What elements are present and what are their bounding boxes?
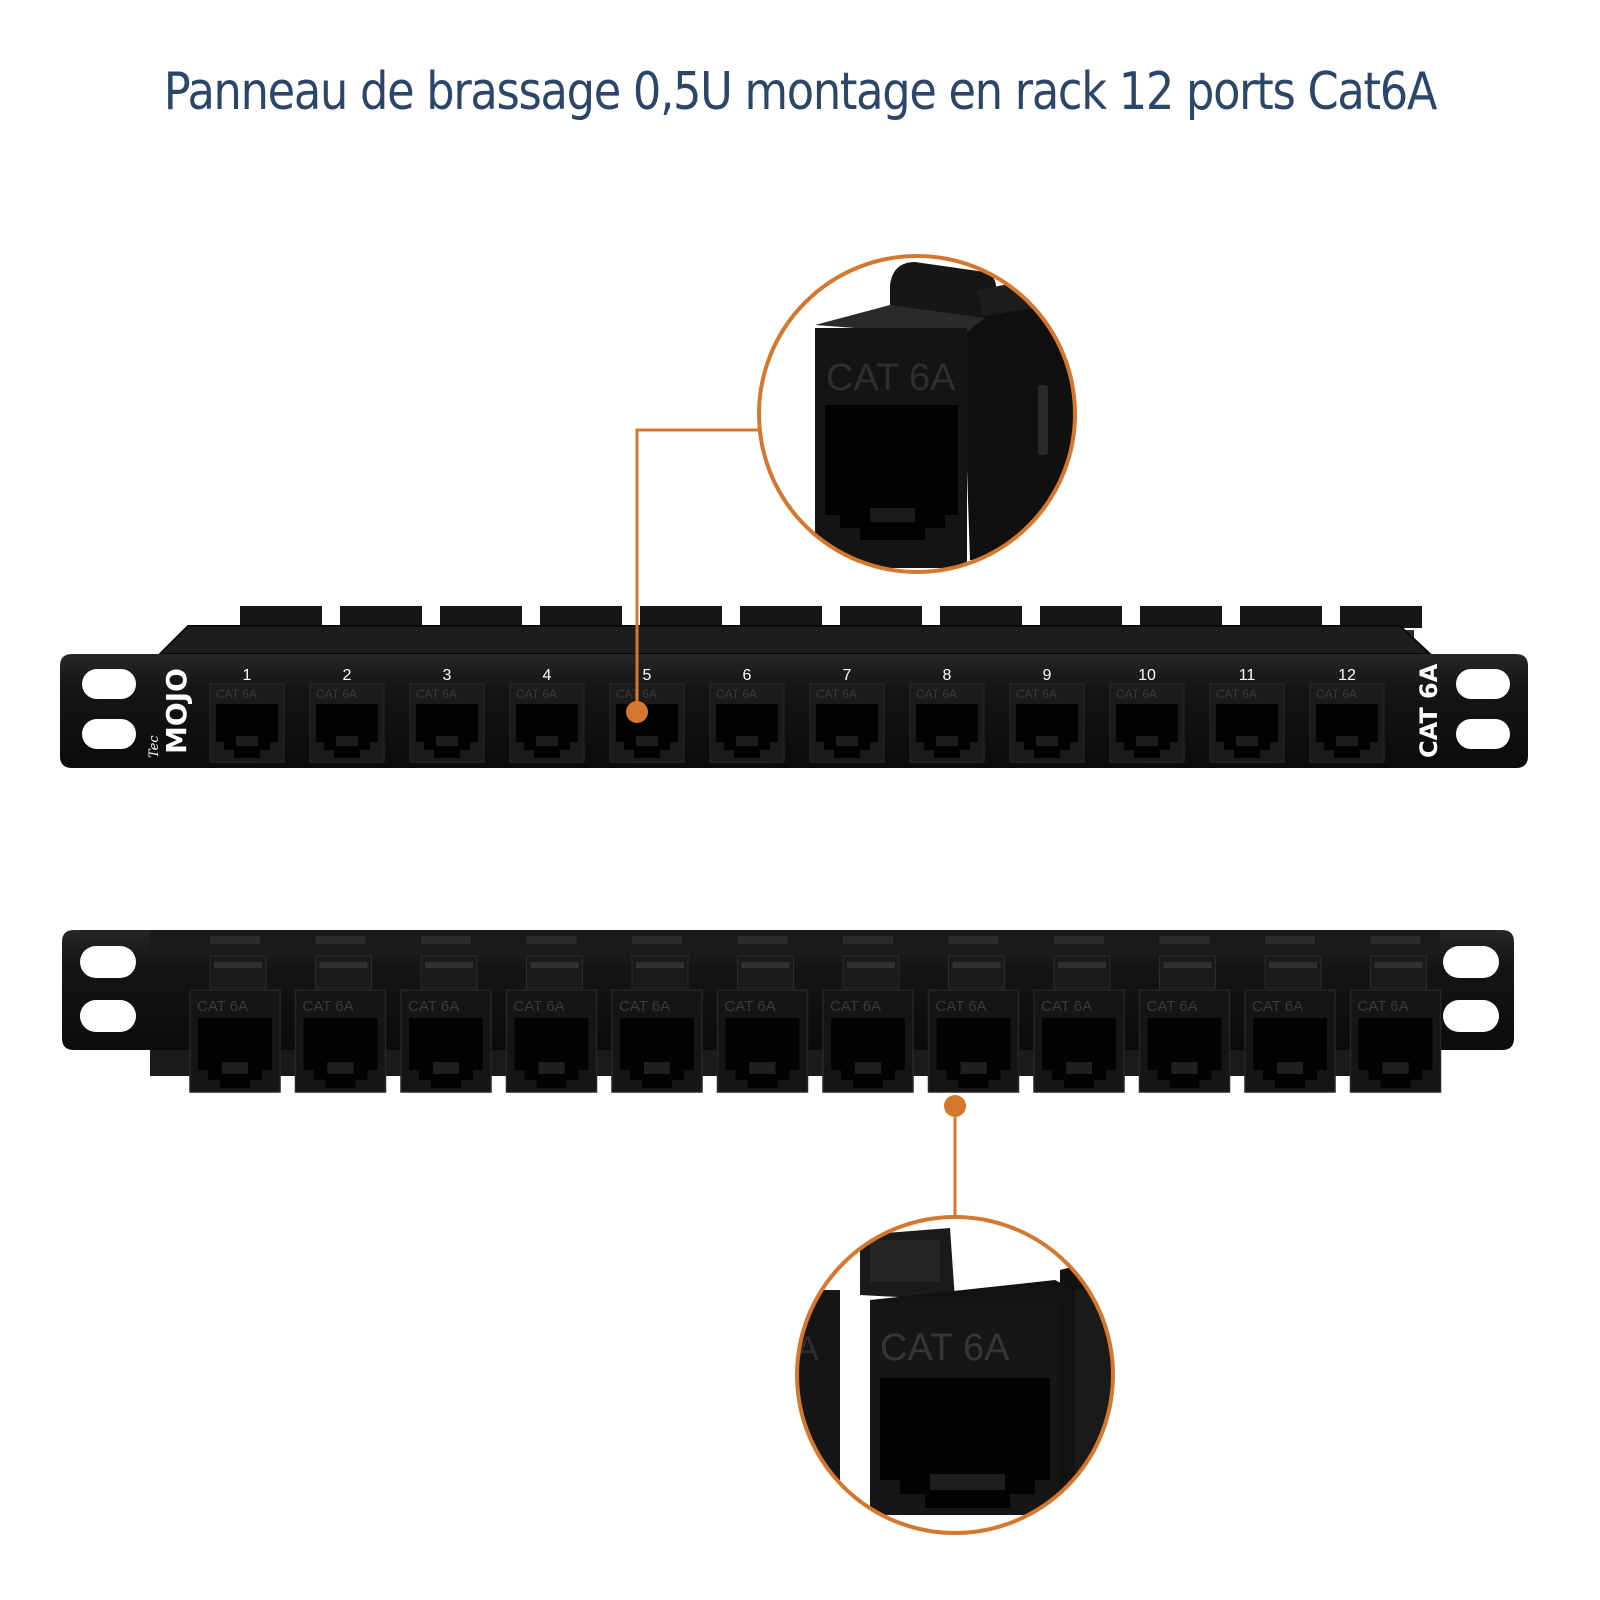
jack-label: CAT 6A — [1252, 998, 1303, 1015]
jack-label: CAT 6A — [197, 998, 248, 1015]
keystone-tab — [1240, 606, 1322, 628]
keystone-tab — [640, 606, 722, 628]
rj45-port: CAT 6A — [809, 683, 885, 763]
rj45-port: CAT 6A — [309, 683, 385, 763]
keystone-jack: CAT 6A — [716, 936, 809, 1093]
jack-label: CAT 6A — [516, 687, 557, 701]
rj45-port: CAT 6A — [1209, 683, 1285, 763]
port-number: 4 — [543, 667, 552, 684]
port-number: 6 — [743, 667, 752, 684]
jack-label: CAT 6A — [1016, 687, 1057, 701]
rj45-port: CAT 6A — [909, 683, 985, 763]
port-number: 12 — [1338, 667, 1356, 684]
mounting-hole — [1456, 719, 1510, 749]
port-number: 8 — [943, 667, 952, 684]
jack-label: CAT 6A — [408, 998, 459, 1015]
jack-label: CAT 6A — [816, 687, 857, 701]
jack-label: CAT 6A — [416, 687, 457, 701]
keystone-jack: CAT 6A — [611, 936, 703, 1093]
port-number: 7 — [843, 667, 852, 684]
jack-label: CAT 6A — [1116, 687, 1157, 701]
rj45-port: CAT 6A — [209, 683, 285, 763]
jack-label: CAT 6A — [619, 998, 670, 1015]
port-number: 5 — [643, 667, 652, 684]
keystone-tab — [840, 606, 922, 628]
keystone-tab — [240, 606, 322, 628]
mounting-hole — [1443, 946, 1499, 978]
keystone-jack: CAT 6A — [1033, 936, 1125, 1093]
jack-label: CAT 6A — [716, 687, 757, 701]
rj45-port: CAT 6A — [1309, 683, 1385, 763]
mounting-hole — [80, 1000, 136, 1032]
zoom-callout-front: CAT 6A — [626, 254, 1077, 723]
rj45-port: CAT 6A — [709, 683, 785, 763]
jack-label: CAT 6A — [303, 998, 354, 1015]
jack-label: CAT 6A — [1316, 687, 1357, 701]
keystone-jack: CAT 6A — [294, 936, 387, 1093]
port-number: 11 — [1239, 667, 1256, 684]
jack-label: CAT 6A — [1041, 998, 1092, 1015]
port-number: 2 — [343, 667, 352, 684]
keystone-tab — [340, 606, 422, 628]
keystone-jack: CAT 6A — [1138, 936, 1231, 1093]
jack-label: CAT 6A — [316, 687, 357, 701]
zoom-callout-rear: A CAT 6A — [795, 1095, 1115, 1535]
keystone-jack: CAT 6A — [400, 936, 492, 1093]
jack-label: CAT 6A — [1216, 687, 1257, 701]
jack-label-zoom-rear: CAT 6A — [880, 1327, 1010, 1369]
page-title: Panneau de brassage 0,5U montage en rack… — [163, 62, 1438, 122]
mounting-hole — [80, 946, 136, 978]
rj45-port: CAT 6A — [509, 683, 585, 763]
keystone-jack: CAT 6A — [927, 936, 1020, 1093]
port-number: 3 — [443, 667, 452, 684]
jack-label: CAT 6A — [936, 998, 987, 1015]
jack-label: CAT 6A — [1358, 998, 1409, 1015]
keystone-jack: CAT 6A — [189, 936, 281, 1093]
brand-logo-small: Tec — [147, 735, 162, 758]
brand-logo: MOJO — [160, 668, 193, 754]
keystone-tab — [740, 606, 822, 628]
jack-label: CAT 6A — [514, 998, 565, 1015]
keystone-tab — [1340, 606, 1422, 628]
port-number: 9 — [1043, 667, 1052, 684]
mounting-hole — [82, 669, 136, 699]
keystone-jack: CAT 6A — [1244, 936, 1336, 1093]
keystone-jack: CAT 6A — [1349, 936, 1442, 1093]
keystone-tab — [940, 606, 1022, 628]
keystone-jack: CAT 6A — [822, 936, 914, 1093]
rj45-port: CAT 6A — [609, 683, 685, 763]
keystone-tab — [440, 606, 522, 628]
keystone-tab — [540, 606, 622, 628]
rj45-port: CAT 6A — [1109, 683, 1185, 763]
jack-label: CAT 6A — [725, 998, 776, 1015]
panel-label: CAT 6A — [1415, 663, 1443, 758]
keystone-jack: CAT 6A — [505, 936, 598, 1093]
jack-label: CAT 6A — [1147, 998, 1198, 1015]
jack-label: CAT 6A — [216, 687, 257, 701]
patch-panel-rear: CAT 6A CAT 6A CAT 6A CAT 6A CAT 6A CAT 6A CAT … — [62, 930, 1514, 1093]
mounting-hole — [1456, 669, 1510, 699]
jack-label: CAT 6A — [830, 998, 881, 1015]
rj45-port: CAT 6A — [1009, 683, 1085, 763]
jack-label: CAT 6A — [916, 687, 957, 701]
keystone-tab — [1040, 606, 1122, 628]
jack-label-zoom: CAT 6A — [826, 357, 956, 399]
rj45-port: CAT 6A — [409, 683, 485, 763]
mounting-hole — [82, 719, 136, 749]
port-number: 10 — [1138, 667, 1156, 684]
port-number: 1 — [243, 667, 252, 684]
mounting-hole — [1443, 1000, 1499, 1032]
keystone-tab — [1140, 606, 1222, 628]
